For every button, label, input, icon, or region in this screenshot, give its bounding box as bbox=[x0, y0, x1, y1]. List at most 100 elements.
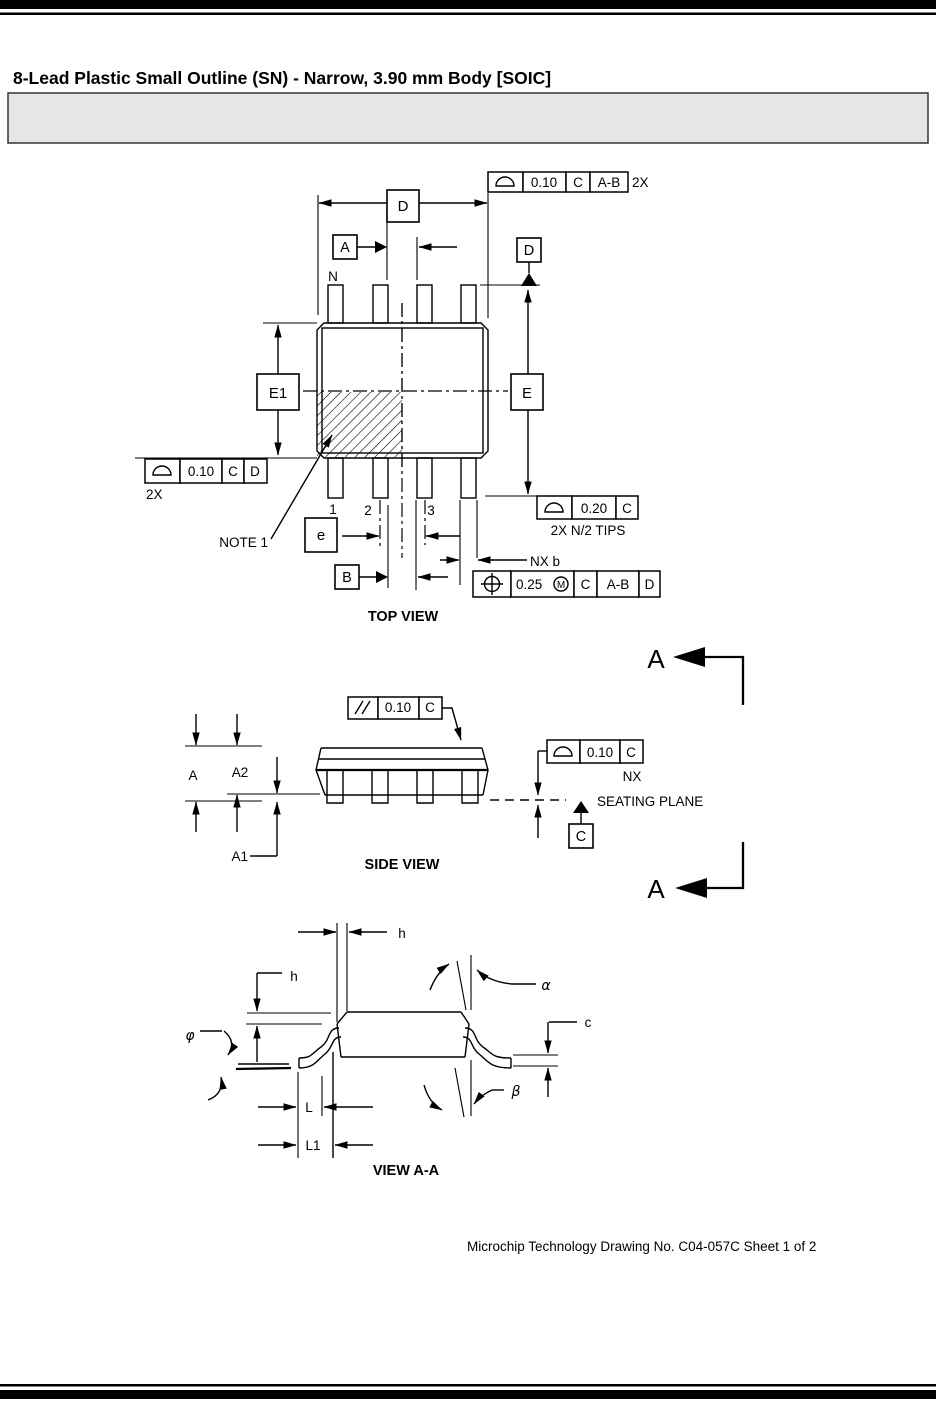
border-rule bbox=[0, 12, 936, 15]
datum-label-D: D bbox=[524, 243, 534, 259]
dim-label-b: NX b bbox=[530, 554, 560, 569]
view-aa: h h φ bbox=[185, 923, 592, 1179]
view-aa-title: VIEW A-A bbox=[373, 1163, 440, 1179]
page-border-bottom bbox=[0, 1384, 936, 1399]
dim-label-A1: A1 bbox=[231, 849, 248, 864]
angle-ref-line bbox=[456, 960, 467, 1011]
angle-arc bbox=[473, 1089, 493, 1105]
drawing-footer: Microchip Technology Drawing No. C04-057… bbox=[467, 1239, 816, 1254]
pin-number-2: 2 bbox=[364, 503, 372, 518]
chamfer bbox=[460, 1011, 470, 1025]
note1-leader bbox=[270, 434, 333, 540]
section-arrowhead bbox=[675, 878, 707, 898]
section-lead-left bbox=[298, 1027, 342, 1069]
dim-box-D bbox=[386, 189, 420, 223]
fcf-tolerance: 0.10 bbox=[385, 700, 411, 715]
datum-triangle-C bbox=[573, 801, 589, 813]
top-view: D A N D E E1 NOTE 1 1 2 3 e bbox=[135, 171, 661, 625]
note-box bbox=[7, 92, 929, 144]
top-pins bbox=[327, 284, 477, 324]
dim-label-E: E bbox=[522, 385, 532, 402]
fcf-qty: 2X bbox=[632, 175, 649, 190]
pin bbox=[460, 284, 477, 324]
position-symbol-icon bbox=[481, 573, 503, 595]
dim-box-E bbox=[510, 373, 544, 411]
datum-label-B: B bbox=[342, 570, 352, 586]
fcf-seat-profile: 0.10 C NX bbox=[534, 739, 644, 838]
dim-label-h: h bbox=[398, 926, 406, 941]
section-label: A bbox=[647, 644, 665, 674]
fcf-tolerance: 0.10 bbox=[587, 745, 613, 760]
fcf-datum-ref: D bbox=[645, 577, 655, 592]
dim-box-e bbox=[304, 517, 338, 553]
profile-surface-icon bbox=[152, 465, 172, 476]
side-body bbox=[315, 747, 489, 796]
pin1-index-hatch bbox=[317, 392, 402, 457]
dim-label-beta: β bbox=[511, 1084, 521, 1100]
profile-surface-icon bbox=[544, 502, 564, 513]
lead bbox=[416, 770, 434, 804]
fcf-datum-ref: C bbox=[622, 501, 632, 516]
fcf-note: 2X N/2 TIPS bbox=[551, 523, 626, 538]
section-lead-right bbox=[462, 1027, 512, 1069]
pin bbox=[416, 284, 433, 324]
fcf-datum-ref: D bbox=[250, 464, 260, 479]
fcf-tolerance: 0.20 bbox=[581, 501, 607, 516]
pin bbox=[327, 457, 344, 499]
angle-arc bbox=[207, 1076, 227, 1101]
angle-arc bbox=[429, 963, 450, 991]
section-body bbox=[336, 1011, 470, 1058]
angle-arc bbox=[223, 1030, 239, 1056]
fcf-tolerance: 0.10 bbox=[188, 464, 214, 479]
pin-number-3: 3 bbox=[427, 503, 435, 518]
lead bbox=[371, 770, 389, 804]
side-view-title: SIDE VIEW bbox=[365, 857, 440, 873]
datum-label-A: A bbox=[340, 240, 350, 256]
datum-box-A bbox=[332, 234, 358, 260]
fcf-datum-ref: C bbox=[626, 745, 636, 760]
datum-box-D bbox=[516, 237, 542, 263]
dim-label-E1: E1 bbox=[269, 385, 287, 402]
fcf-parallelism: 0.10 C bbox=[347, 696, 462, 741]
angle-ref-line bbox=[454, 1067, 465, 1118]
fcf-tolerance: 0.10 bbox=[531, 175, 557, 190]
border-bar bbox=[0, 1390, 936, 1399]
fcf-top-profile: 0.10 C A-B 2X bbox=[487, 171, 649, 193]
fcf-tolerance: 0.25 bbox=[516, 577, 542, 592]
dim-label-L: L bbox=[305, 1100, 313, 1115]
seating-plane-label: SEATING PLANE bbox=[597, 794, 703, 809]
profile-surface-icon bbox=[495, 176, 515, 187]
section-arrowhead bbox=[673, 647, 705, 667]
package-body-outline bbox=[316, 322, 489, 459]
fcf-modifier: M bbox=[557, 580, 565, 591]
fcf-leader bbox=[442, 707, 462, 741]
fcf-datum-ref: C bbox=[573, 175, 583, 190]
top-view-title: TOP VIEW bbox=[368, 609, 439, 625]
fcf-datum-ref: A-B bbox=[607, 577, 630, 592]
dim-label-A: A bbox=[188, 768, 197, 783]
page-title: 8-Lead Plastic Small Outline (SN) - Narr… bbox=[13, 68, 551, 88]
dim-label-e: e bbox=[317, 527, 325, 544]
pin bbox=[327, 284, 344, 324]
fcf-left-profile: 0.10 C D 2X bbox=[144, 458, 268, 502]
dim-label-c: c bbox=[585, 1015, 592, 1030]
section-arrow-bottom: A bbox=[647, 842, 745, 904]
mmc-circle-icon bbox=[553, 576, 569, 592]
dim-label-phi: φ bbox=[185, 1028, 195, 1044]
angle-arc bbox=[476, 969, 513, 985]
datum-triangle-B bbox=[376, 571, 388, 583]
datum-box-C bbox=[568, 823, 594, 849]
datum-label-C: C bbox=[576, 829, 586, 845]
border-bar bbox=[0, 0, 936, 9]
profile-surface-icon bbox=[553, 746, 573, 757]
side-leads bbox=[326, 770, 479, 804]
pin-count-label: N bbox=[328, 269, 338, 284]
dim-label-alpha: α bbox=[541, 978, 551, 994]
fcf-position: 0.25 M C A-B D bbox=[472, 570, 661, 598]
fcf-tips-profile: 0.20 C 2X N/2 TIPS bbox=[536, 495, 639, 538]
side-view: A A2 A1 C SEATING PLANE bbox=[185, 644, 745, 904]
note1-label: NOTE 1 bbox=[219, 535, 268, 550]
dim-label-D: D bbox=[398, 198, 409, 215]
